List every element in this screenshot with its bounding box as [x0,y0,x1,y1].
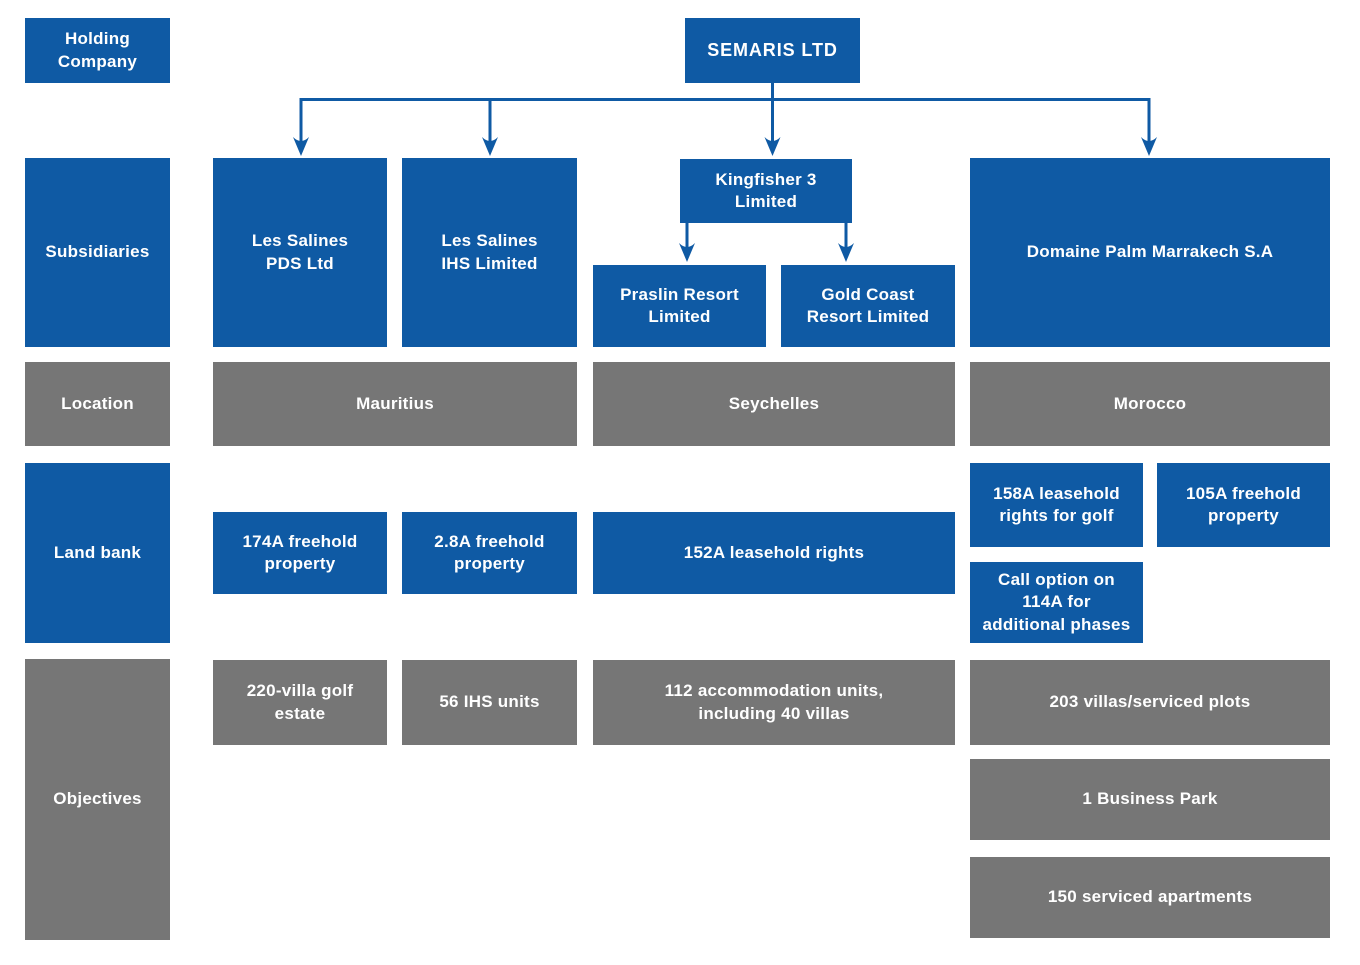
land-bank-call-option-114a: Call option on 114A for additional phase… [970,562,1143,643]
objective-1-business-park: 1 Business Park [970,759,1330,840]
objective-150-serviced-apartments: 150 serviced apartments [970,857,1330,938]
subsidiary-les-salines-pds: Les Salines PDS Ltd [213,158,387,347]
subsidiary-kingfisher-3: Kingfisher 3 Limited [680,159,852,223]
location-mauritius: Mauritius [213,362,577,446]
subsidiary-les-salines-ihs: Les Salines IHS Limited [402,158,577,347]
objective-220-villa-golf-estate: 220-villa golf estate [213,660,387,745]
arrowhead [1141,137,1157,156]
arrowhead [838,243,854,262]
subsidiary-praslin-resort: Praslin Resort Limited [593,265,766,347]
holding-company-box: SEMARIS LTD [685,18,860,83]
row-label-subsidiaries: Subsidiaries [25,158,170,347]
arrowhead [293,137,309,156]
subsidiary-gold-coast-resort: Gold Coast Resort Limited [781,265,955,347]
objective-56-ihs-units: 56 IHS units [402,660,577,745]
row-label-objectives: Objectives [25,659,170,940]
location-morocco: Morocco [970,362,1330,446]
land-bank-158a-leasehold-golf: 158A leasehold rights for golf [970,463,1143,547]
land-bank-2-8a-freehold: 2.8A freehold property [402,512,577,594]
objective-112-accommodation-units: 112 accommodation units, including 40 vi… [593,660,955,745]
arrowhead [482,137,498,156]
land-bank-152a-leasehold: 152A leasehold rights [593,512,955,594]
connector-line [299,98,1151,144]
subsidiary-domaine-palm-marrakech: Domaine Palm Marrakech S.A [970,158,1330,347]
location-seychelles: Seychelles [593,362,955,446]
land-bank-105a-freehold: 105A freehold property [1157,463,1330,547]
land-bank-174a-freehold: 174A freehold property [213,512,387,594]
arrowhead [679,243,695,262]
row-label-location: Location [25,362,170,446]
arrowhead [764,137,781,156]
row-label-holding-company: Holding Company [25,18,170,83]
row-label-land-bank: Land bank [25,463,170,643]
objective-203-villas-serviced-plots: 203 villas/serviced plots [970,660,1330,745]
